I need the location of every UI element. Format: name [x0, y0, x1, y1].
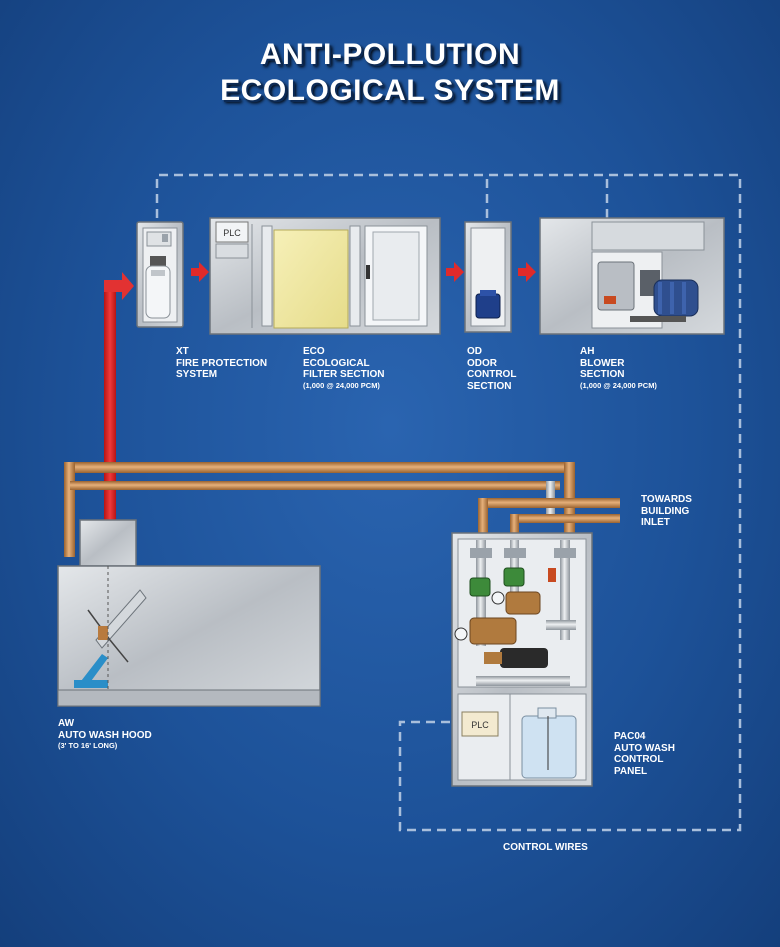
pac-line3: PANEL — [614, 765, 648, 777]
od-odor-control-unit — [464, 221, 512, 333]
towards-building-inlet-label: TOWARDS BUILDING INLET — [641, 494, 692, 529]
eco-code: ECO — [303, 346, 325, 357]
aw-auto-wash-hood — [57, 519, 321, 707]
eco-filter-unit: PLC — [209, 217, 441, 335]
od-line2: CONTROL — [467, 369, 517, 380]
aw-length-note: (3' TO 16' LONG) — [58, 741, 118, 750]
eco-capacity-note: (1,000 @ 24,000 PCM) — [303, 380, 380, 390]
xt-line1: FIRE PROTECTION — [176, 357, 268, 369]
pac-code: PAC04 — [614, 731, 646, 742]
od-label: OD ODOR CONTROL SECTION — [467, 346, 516, 392]
towards-line2: BUILDING — [641, 505, 690, 517]
towards-line3: INLET — [641, 517, 670, 528]
pac-line2: CONTROL — [614, 754, 664, 765]
title-line-1: ANTI-POLLUTION — [259, 38, 521, 71]
eco-line1: ECOLOGICAL — [303, 357, 370, 369]
aw-code: AW — [58, 718, 75, 729]
xt-code: XT — [176, 346, 189, 357]
eco-label: ECO ECOLOGICAL FILTER SECTION (1,000 @ 2… — [303, 346, 384, 391]
xt-line2: SYSTEM — [176, 369, 218, 380]
ah-blower-unit — [539, 217, 725, 335]
xt-fire-protection-unit — [136, 221, 184, 328]
airflow-arrows — [191, 262, 536, 282]
pac-label: PAC04 AUTO WASH CONTROL PANEL — [614, 731, 675, 777]
eco-line2: FILTER SECTION — [303, 369, 385, 380]
pac-plc-label: PLC — [471, 720, 489, 730]
towards-line1: TOWARDS — [641, 494, 692, 505]
eco-plc-label: PLC — [223, 228, 241, 238]
ah-capacity-note: (1,000 @ 24,000 PCM) — [580, 380, 657, 390]
supply-pipes — [64, 462, 620, 557]
aw-line1: AUTO WASH HOOD — [58, 729, 152, 741]
control-wires-label: CONTROL WIRES — [503, 842, 588, 853]
od-line1: ODOR — [467, 357, 497, 369]
pac04-control-panel: PLC — [451, 532, 593, 787]
od-line3: SECTION — [467, 380, 512, 392]
pac-line1: AUTO WASH — [614, 742, 675, 754]
control-wires — [155, 173, 742, 832]
ah-label: AH BLOWER SECTION (1,000 @ 24,000 PCM) — [580, 346, 657, 391]
title-line-2: ECOLOGICAL SYSTEM — [220, 74, 560, 107]
aw-label: AW AUTO WASH HOOD (3' TO 16' LONG) — [58, 718, 152, 751]
od-code: OD — [467, 346, 482, 357]
ah-code: AH — [580, 346, 595, 357]
xt-label: XT FIRE PROTECTION SYSTEM — [176, 346, 267, 381]
ah-line2: SECTION — [580, 369, 625, 380]
ah-line1: BLOWER — [580, 357, 625, 369]
